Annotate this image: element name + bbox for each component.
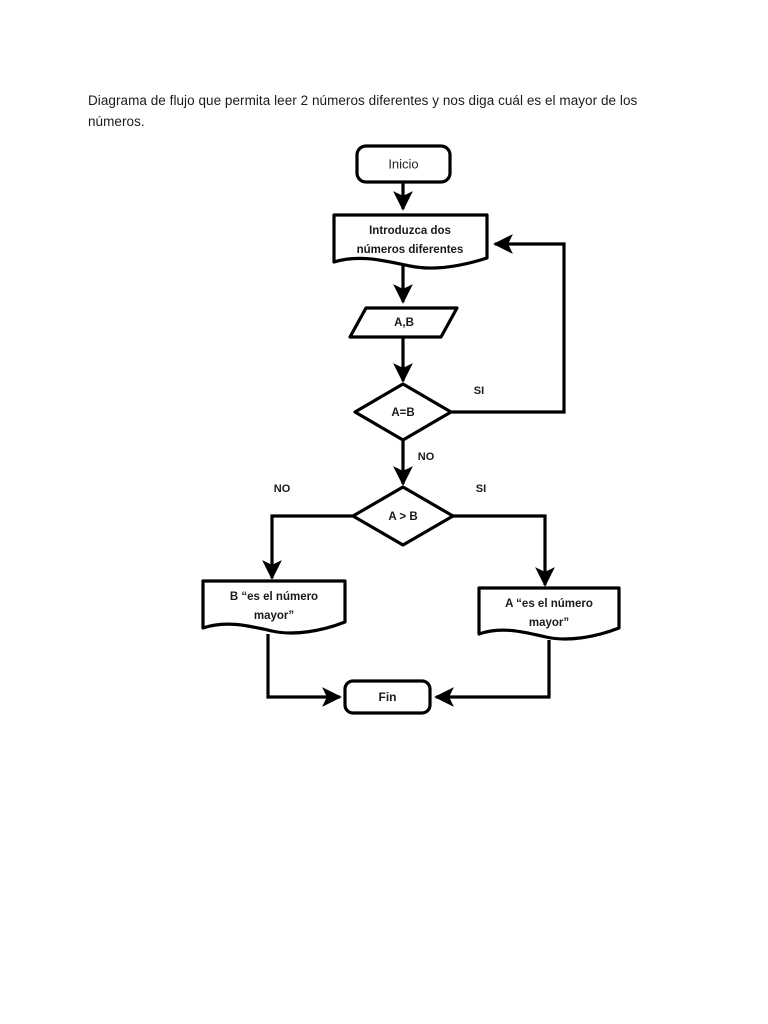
node-input-prompt[interactable]: Introduzca dos números diferentes (332, 213, 489, 270)
end-terminator-shape (343, 679, 432, 715)
branch-label-equal-yes: SI (474, 385, 484, 397)
output-b-document-shape (201, 579, 347, 635)
decision-equal-label: A=B (391, 407, 414, 419)
node-output-a[interactable]: A “es el número mayor” (477, 586, 621, 641)
connector-equal-yes-loopback (452, 234, 566, 414)
decision-equal-diamond-shape (353, 382, 453, 442)
read-values-label: A,B (394, 317, 414, 329)
page-title: Diagrama de flujo que permita leer 2 núm… (88, 90, 688, 132)
output-b-label-line-2: mayor” (254, 610, 294, 622)
page-title-line-2: los números. (88, 93, 638, 129)
connector-output-b-to-end (266, 634, 342, 707)
connector-greater-no-to-output-b (262, 514, 366, 580)
node-read-values[interactable]: A,B (348, 306, 459, 339)
output-a-label-line-1: A “es el número (505, 598, 593, 610)
connector-output-a-to-end (434, 640, 551, 707)
page-title-line-1: Diagrama de flujo que permita leer 2 núm… (88, 93, 617, 108)
branch-label-greater-no: NO (274, 483, 291, 495)
node-decision-equal[interactable]: A=B (353, 382, 453, 442)
output-a-document-shape (477, 586, 621, 641)
end-label: Fin (379, 690, 397, 704)
output-b-label-line-1: B “es el número (230, 591, 318, 603)
input-prompt-label-line-2: números diferentes (357, 244, 464, 256)
output-a-label-line-2: mayor” (529, 617, 569, 629)
input-prompt-document-shape (332, 213, 489, 270)
input-prompt-label-line-1: Introduzca dos (369, 225, 451, 237)
node-start[interactable]: Inicio (355, 144, 452, 184)
branch-label-greater-yes: SI (476, 483, 486, 495)
branch-label-equal-no: NO (418, 451, 435, 463)
decision-greater-diamond-shape (351, 485, 455, 547)
connector-layer (262, 182, 566, 707)
node-decision-greater[interactable]: A > B (351, 485, 455, 547)
connector-greater-yes-to-output-a (441, 514, 555, 587)
node-end[interactable]: Fin (343, 679, 432, 715)
node-output-b[interactable]: B “es el número mayor” (201, 579, 347, 635)
decision-greater-label: A > B (388, 511, 417, 523)
read-values-parallelogram-shape (348, 306, 459, 339)
start-terminator-shape (355, 144, 452, 184)
start-label: Inicio (388, 156, 418, 171)
